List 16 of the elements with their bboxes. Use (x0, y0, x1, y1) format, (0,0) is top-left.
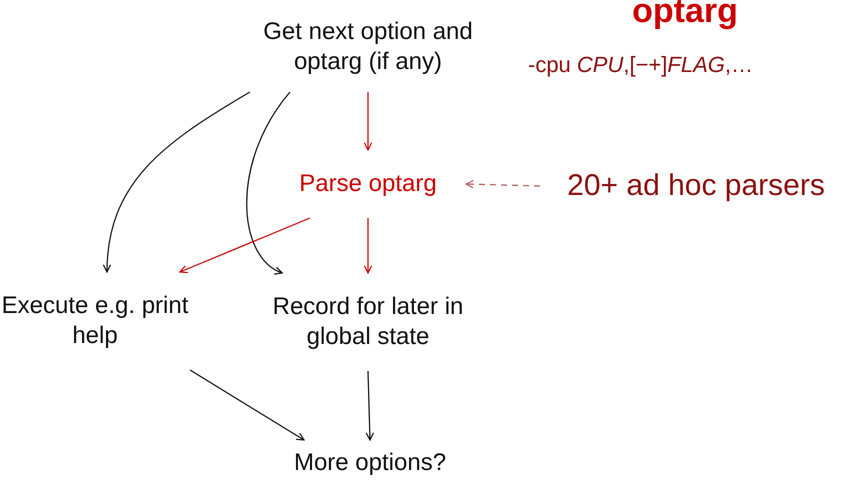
arrow (103, 91, 250, 273)
arrow (465, 180, 540, 188)
node-text: 20+ ad hoc parsers (567, 168, 825, 204)
node-text: Execute e.g. print help (0, 291, 190, 351)
arrow (364, 92, 372, 151)
arrow (366, 370, 374, 441)
node-text: Parse optarg (299, 169, 437, 199)
arrow (246, 92, 290, 274)
node-text: Get next option and optarg (if any) (262, 17, 474, 77)
node-text: More options? (294, 448, 446, 478)
option-syntax: -cpu CPU,[−+]FLAG,… (528, 52, 754, 78)
node-text: Record for later in global state (272, 292, 464, 352)
arrow (179, 217, 310, 274)
arrow (190, 369, 305, 441)
title: optarg (631, 0, 739, 31)
arrow (364, 218, 372, 274)
